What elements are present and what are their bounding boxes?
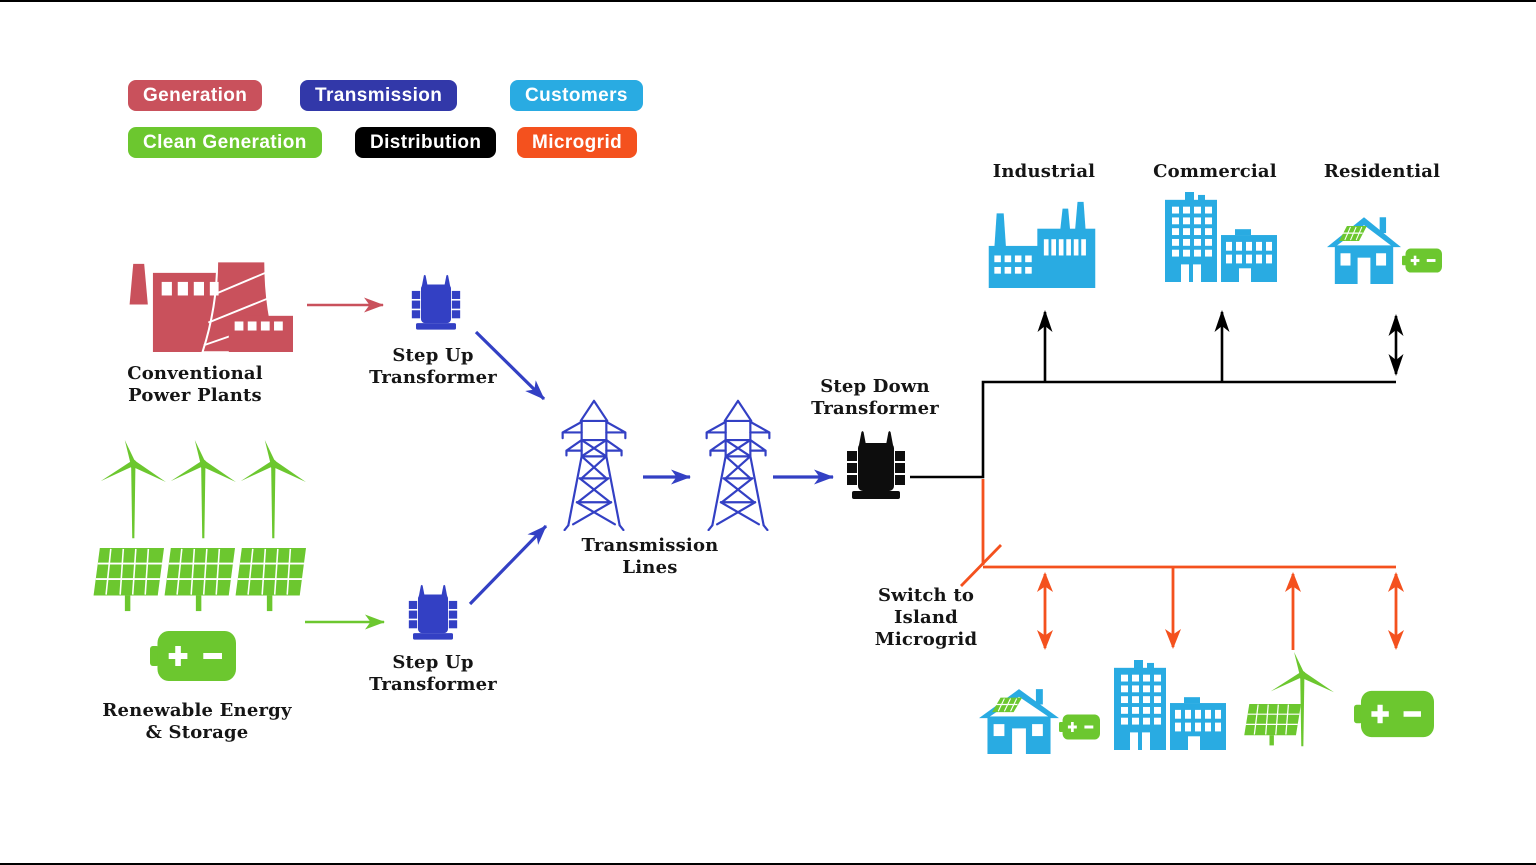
legend-customers: Customers <box>510 80 643 111</box>
microgrid-solar-panel-icon <box>1243 704 1301 746</box>
distribution-bus-line <box>910 380 1396 479</box>
wind-turbine-icon <box>240 440 306 539</box>
residential-label: Residential <box>1323 161 1441 182</box>
microgrid-battery-icon <box>1354 690 1434 738</box>
commercial-label: Commercial <box>1153 161 1277 182</box>
residential-battery-icon <box>1402 248 1442 273</box>
wind-turbine-icon <box>100 440 166 539</box>
step-up-transformer-top-icon <box>411 274 461 330</box>
legend-clean-generation: Clean Generation <box>128 127 322 158</box>
step-up-transformer-bottom-label: Step Up Transformer <box>369 652 497 695</box>
microgrid-house-battery-icon <box>1059 714 1100 740</box>
wind-turbine-icon <box>170 440 236 539</box>
commercial-customer-icon <box>1165 192 1277 282</box>
conventional-power-plants-label: Conventional Power Plants <box>127 363 263 406</box>
transmission-lines-label: Transmission Lines <box>581 535 719 578</box>
microgrid-buildings-icon <box>1114 660 1226 750</box>
solar-panel-icon <box>163 548 235 612</box>
industrial-customer-icon <box>988 201 1096 288</box>
storage-battery-icon <box>150 631 236 681</box>
step-up-transformer-top-label: Step Up Transformer <box>369 345 497 388</box>
industrial-label: Industrial <box>992 161 1096 182</box>
residential-customer-icon <box>1327 216 1401 284</box>
legend-distribution: Distribution <box>355 127 497 158</box>
transmission-tower-icon <box>561 399 627 531</box>
transmission-tower-icon <box>705 399 771 531</box>
switch-to-island-microgrid-label: Switch to Island Microgrid <box>874 585 978 650</box>
step-down-transformer-icon <box>847 431 905 499</box>
step-down-transformer-label: Step Down Transformer <box>811 376 939 419</box>
arrow-stepup-top-to-transmission <box>474 330 546 401</box>
arrow-stepup-bottom-to-transmission <box>468 524 548 606</box>
island-switch-slash <box>959 544 1003 587</box>
bottom-border <box>0 863 1536 865</box>
solar-panel-icon <box>234 548 306 612</box>
step-up-transformer-bottom-icon <box>408 584 458 640</box>
legend-generation: Generation <box>128 80 263 111</box>
conventional-power-plant-icon <box>128 260 293 352</box>
solar-panel-icon <box>92 548 164 612</box>
renewable-energy-storage-label: Renewable Energy & Storage <box>102 700 292 743</box>
top-border <box>0 0 1536 2</box>
microgrid-house-icon <box>979 688 1059 754</box>
legend-transmission: Transmission <box>300 80 458 111</box>
legend-microgrid: Microgrid <box>517 127 638 158</box>
